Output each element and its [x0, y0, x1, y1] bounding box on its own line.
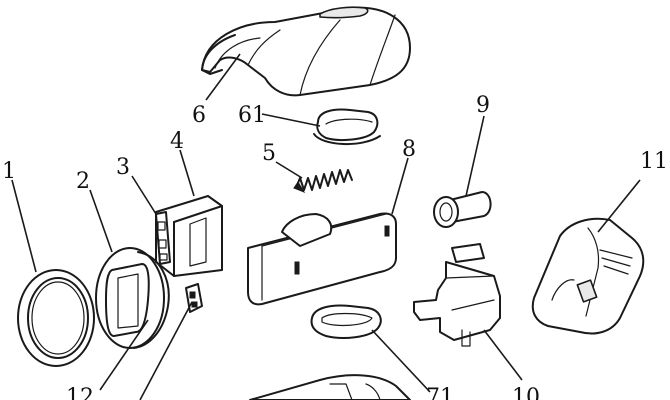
leader-5 [275, 161, 303, 179]
leader-61 [261, 113, 321, 127]
leader-3 [131, 175, 157, 215]
callout-8: 8 [402, 137, 416, 162]
leader-12 [99, 319, 149, 391]
part-61-button [313, 108, 381, 146]
part-71-seal [310, 304, 382, 339]
leader-9 [465, 115, 485, 197]
part-6-cover [201, 6, 411, 97]
leader-1 [11, 179, 37, 273]
part-10-bracket [413, 243, 501, 347]
callout-9: 9 [476, 93, 490, 118]
callout-12: 12 [66, 385, 94, 400]
part-5-spring [293, 169, 353, 194]
part-9-tube [433, 191, 492, 228]
leader-10 [483, 329, 523, 381]
part-3-insert [155, 211, 171, 265]
callout-1: 1 [2, 159, 16, 184]
leader-lines [11, 53, 641, 400]
part-8-plate [247, 212, 397, 306]
callout-11: 11 [640, 149, 668, 174]
leader-8 [391, 157, 409, 215]
leader-11 [597, 179, 641, 233]
callout-6: 6 [192, 103, 206, 128]
part-11-cap [531, 217, 645, 335]
callout-3: 3 [116, 155, 130, 180]
callout-71: 71 [426, 385, 454, 400]
callout-4: 4 [170, 129, 184, 154]
callout-10: 10 [512, 385, 540, 400]
leader-12b [139, 301, 193, 400]
part-2-ring [95, 247, 170, 349]
leader-2 [89, 189, 113, 253]
leader-71 [371, 329, 431, 393]
callout-2: 2 [76, 169, 90, 194]
leader-4 [179, 149, 195, 197]
callout-61: 61 [238, 103, 266, 128]
leader-6 [205, 53, 241, 101]
part-7-base [249, 374, 411, 400]
callout-5: 5 [262, 141, 276, 166]
part-1-outer-ring [17, 269, 95, 367]
part-4-box [155, 195, 223, 277]
